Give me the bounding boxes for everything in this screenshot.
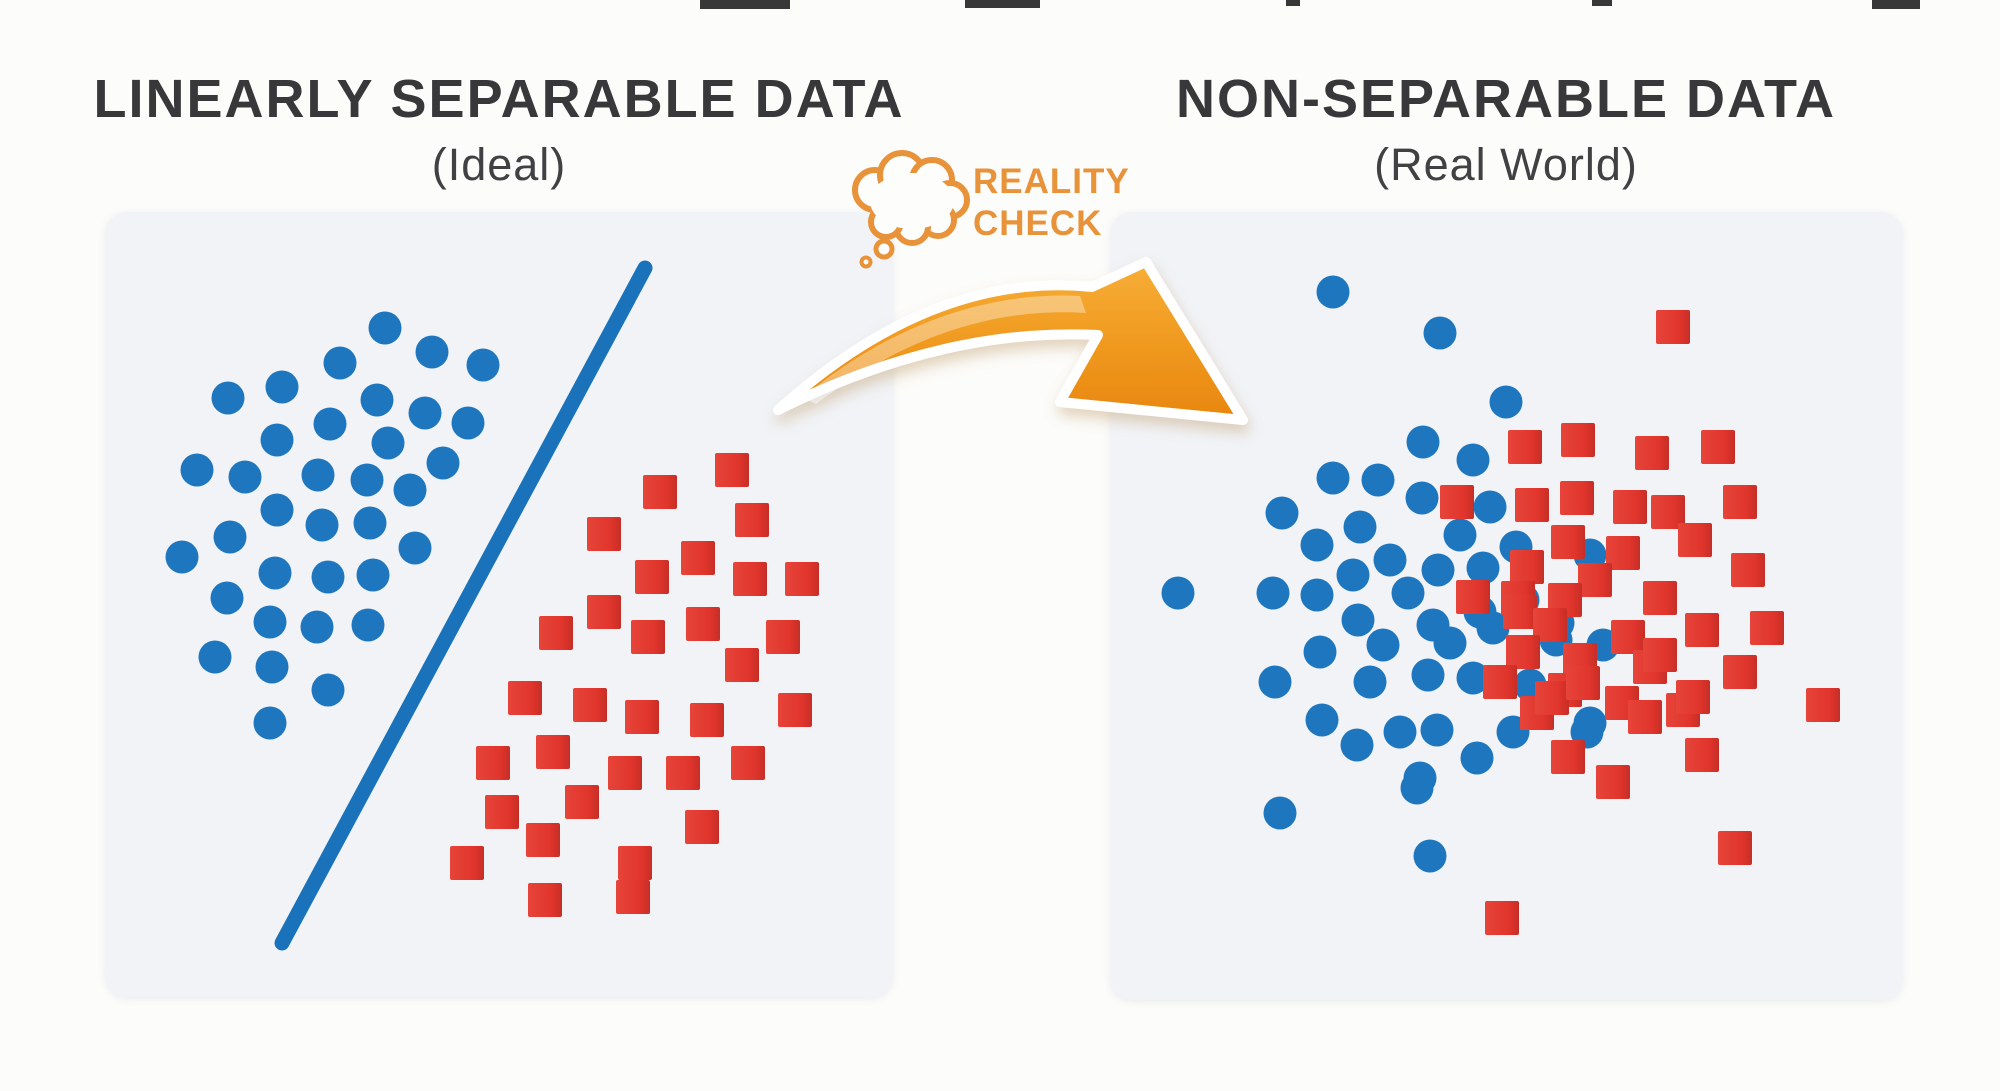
scan-artifact-dash [1286,0,1300,6]
right-panel-subtitle: (Real World) [1374,139,1638,190]
left-panel-subtitle: (Ideal) [431,139,567,190]
scan-artifact-dash [1872,0,1920,9]
scan-artifact-dash [1592,0,1612,6]
reality-check-label: REALITY CHECK [973,161,1130,245]
reality-check-line2: CHECK [973,204,1103,243]
left-scatter-panel [105,212,893,997]
scan-artifact-dash [700,0,790,9]
left-panel-title: LINEARLY SEPARABLE DATA [93,69,905,129]
right-panel-title: NON-SEPARABLE DATA [1176,69,1836,129]
right-scatter-panel [1110,212,1903,1000]
scan-artifact-dash [965,0,1040,8]
reality-check-line1: REALITY [973,162,1130,201]
